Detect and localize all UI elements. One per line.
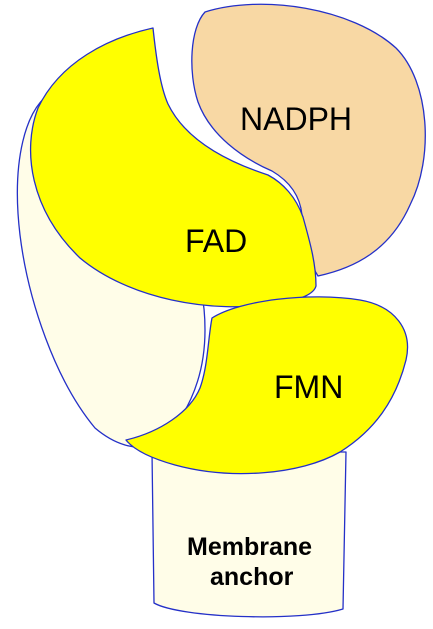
- membrane-label-line1: Membrane: [187, 533, 312, 561]
- fmn-domain: [125, 296, 409, 475]
- nadph-label: NADPH: [240, 101, 352, 137]
- fmn-label: FMN: [274, 369, 343, 405]
- membrane-label-line2: anchor: [210, 563, 294, 591]
- membrane-anchor-cylinder: [151, 451, 347, 618]
- nadph-domain: [191, 3, 426, 277]
- fad-label: FAD: [185, 223, 247, 259]
